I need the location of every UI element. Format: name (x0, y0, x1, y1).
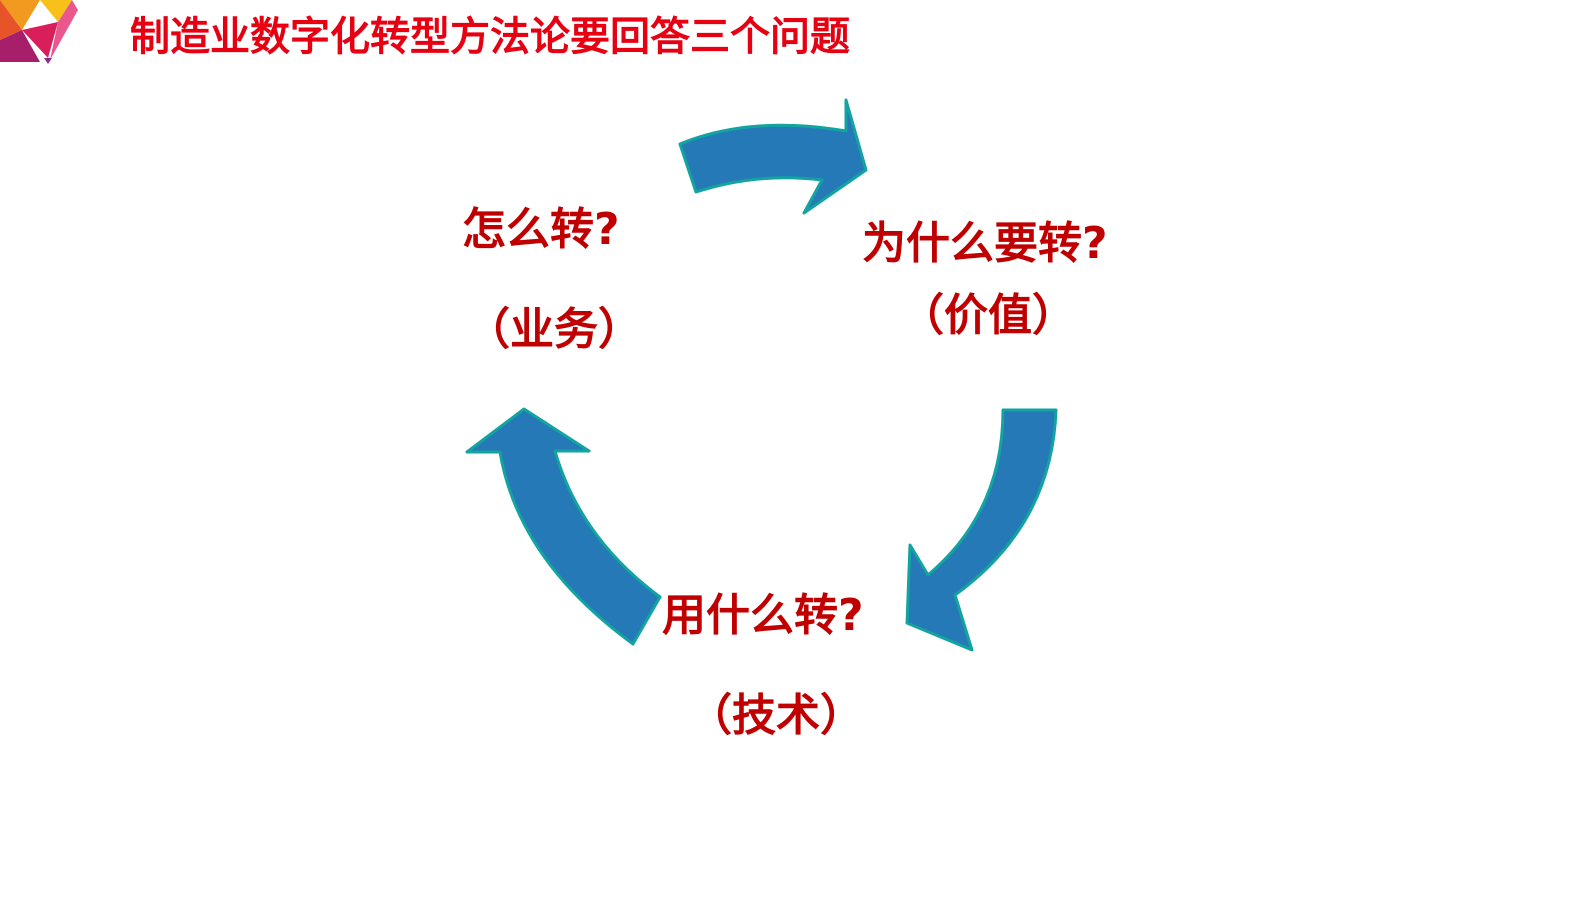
slide-title: 制造业数字化转型方法论要回答三个问题 (130, 14, 850, 60)
node-how-aspect: （业务） (466, 304, 642, 355)
corner-decoration-icon (0, 0, 78, 64)
arrow-why-to-what (905, 408, 1058, 652)
node-why-question: 为什么要转? (862, 218, 1108, 269)
arrow-what-to-how (465, 407, 662, 646)
node-what-aspect: （技术） (688, 690, 864, 741)
node-what-question: 用什么转? (662, 590, 864, 641)
node-how-question: 怎么转? (462, 204, 620, 255)
node-why-aspect: （价值） (900, 290, 1076, 341)
arrow-how-to-why (678, 98, 868, 215)
